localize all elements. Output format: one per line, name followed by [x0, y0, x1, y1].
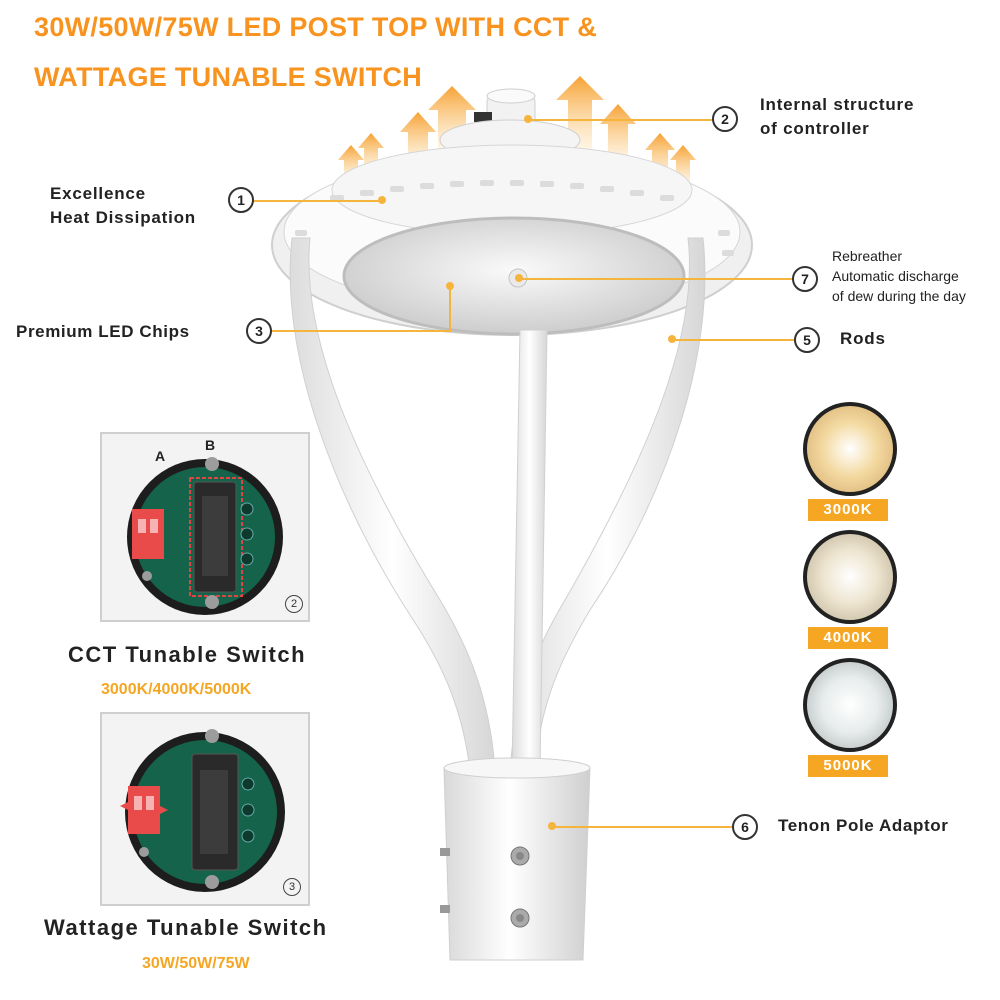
callout-5-badge: 5: [794, 327, 820, 353]
leader-dot-2: [524, 115, 532, 123]
callout-7-badge: 7: [792, 266, 818, 292]
wattage-switch-panel: 3: [100, 712, 310, 906]
leader-line-1: [252, 200, 380, 202]
callout-2-text: Internal structure of controller: [760, 93, 914, 141]
cct-switch-panel: A B 2: [100, 432, 310, 622]
cct-panel-subcaption: 3000K/4000K/5000K: [101, 681, 252, 698]
cct-5000k-label: 5000K: [808, 755, 888, 777]
callout-2-badge: 2: [712, 106, 738, 132]
wattage-panel-subcaption: 30W/50W/75W: [142, 955, 250, 972]
leader-dot-7: [515, 274, 523, 282]
cct-panel-number: 2: [285, 595, 303, 613]
callout-1-line-2: Heat Dissipation: [50, 208, 196, 227]
leader-line-5: [672, 339, 794, 341]
leader-line-2: [528, 119, 714, 121]
wattage-switch-board-image: [120, 729, 285, 892]
cct-switch-label-b: B: [205, 437, 216, 453]
cct-3000k-label: 3000K: [808, 499, 888, 521]
cct-4000k-disc: [803, 530, 897, 624]
cct-panel-caption: CCT Tunable Switch: [68, 642, 307, 667]
wattage-panel-number: 3: [283, 878, 301, 896]
callout-2-line-1: Internal structure: [760, 95, 915, 114]
callout-1-badge: 1: [228, 187, 254, 213]
cct-3000k-disc: [803, 402, 897, 496]
leader-dot-1: [378, 196, 386, 204]
leader-dot-3: [446, 282, 454, 290]
leader-line-6: [552, 826, 734, 828]
leader-dot-6: [548, 822, 556, 830]
wattage-panel-caption: Wattage Tunable Switch: [44, 915, 328, 940]
title-line-1: 30W/50W/75W LED POST TOP WITH CCT &: [34, 12, 598, 42]
callout-3-text: Premium LED Chips: [16, 320, 190, 344]
leader-line-3-vertical: [449, 286, 451, 330]
leader-line-3: [271, 330, 451, 332]
callout-2-line-2: of controller: [760, 119, 870, 138]
callout-7-line-2: Automatic discharge: [832, 268, 959, 284]
callout-6-line-1: Tenon Pole Adaptor: [778, 816, 949, 835]
callout-3-line-1: Premium LED Chips: [16, 322, 190, 341]
leader-line-7: [522, 278, 794, 280]
callout-3-badge: 3: [246, 318, 272, 344]
cct-switch-board-image: [127, 457, 283, 615]
callout-7-text: Rebreather Automatic discharge of dew du…: [832, 246, 966, 306]
callout-6-badge: 6: [732, 814, 758, 840]
callout-7-line-3: of dew during the day: [832, 288, 966, 304]
cct-4000k-label: 4000K: [808, 627, 888, 649]
title-line-2: WATTAGE TUNABLE SWITCH: [34, 62, 423, 92]
callout-6-text: Tenon Pole Adaptor: [778, 814, 948, 838]
cct-5000k-disc: [803, 658, 897, 752]
cct-switch-label-a: A: [155, 448, 166, 464]
callout-1-line-1: Excellence: [50, 184, 146, 203]
callout-5-line-1: Rods: [840, 329, 886, 348]
adaptor-bolts: [440, 846, 530, 928]
callout-5-text: Rods: [840, 327, 886, 351]
callout-7-line-1: Rebreather: [832, 248, 903, 264]
callout-1-text: Excellence Heat Dissipation: [50, 182, 196, 230]
leader-dot-5: [668, 335, 676, 343]
